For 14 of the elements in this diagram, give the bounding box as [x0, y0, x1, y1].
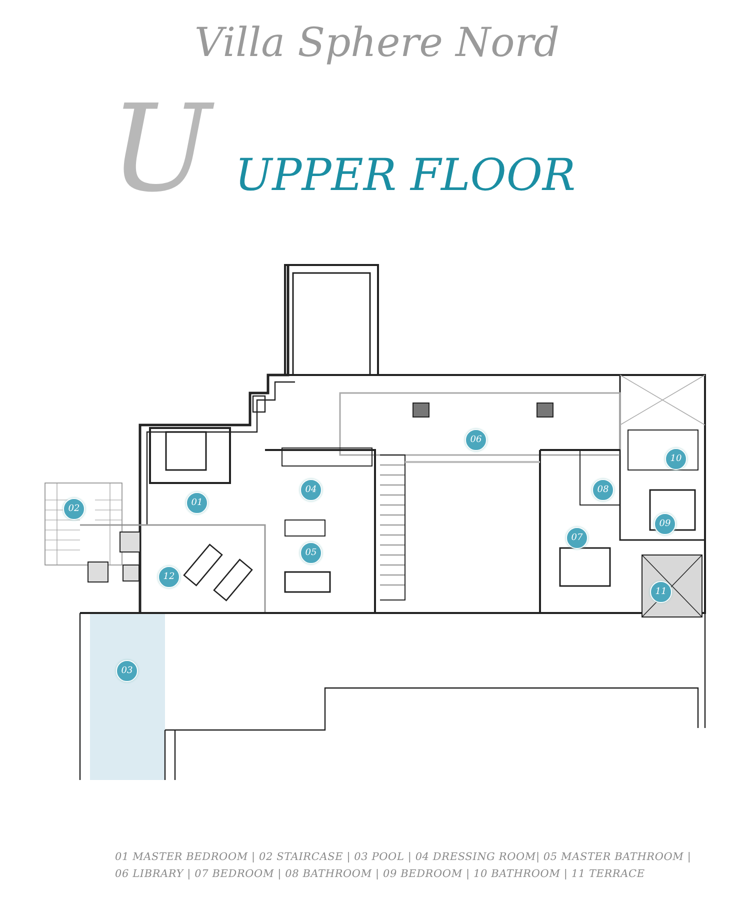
callout-number: 04 [300, 479, 322, 501]
callout-number: 02 [63, 498, 85, 520]
title: Villa Sphere Nord [194, 20, 560, 66]
callout-number: 06 [465, 429, 487, 451]
callout-number: 05 [300, 542, 322, 564]
floor-heading: UPPER FLOOR [235, 150, 576, 201]
callout-number: 07 [566, 527, 588, 549]
callout-number: 08 [592, 479, 614, 501]
callout-number: 09 [654, 513, 676, 535]
room-key-text: 01 MASTER BEDROOM | 02 STAIRCASE | 03 POOL | 04 DRESSING ROOM| 05 MASTER BATHROOM | [115, 851, 692, 863]
callout-number: 12 [158, 566, 180, 588]
room-key-text: 06 LIBRARY | 07 BEDROOM | 08 BATHROOM | 09 BEDROOM | 10 BATHROOM | 11 TERRACE [115, 868, 645, 880]
callout-number: 01 [186, 492, 208, 514]
callout-number: 10 [665, 448, 687, 470]
